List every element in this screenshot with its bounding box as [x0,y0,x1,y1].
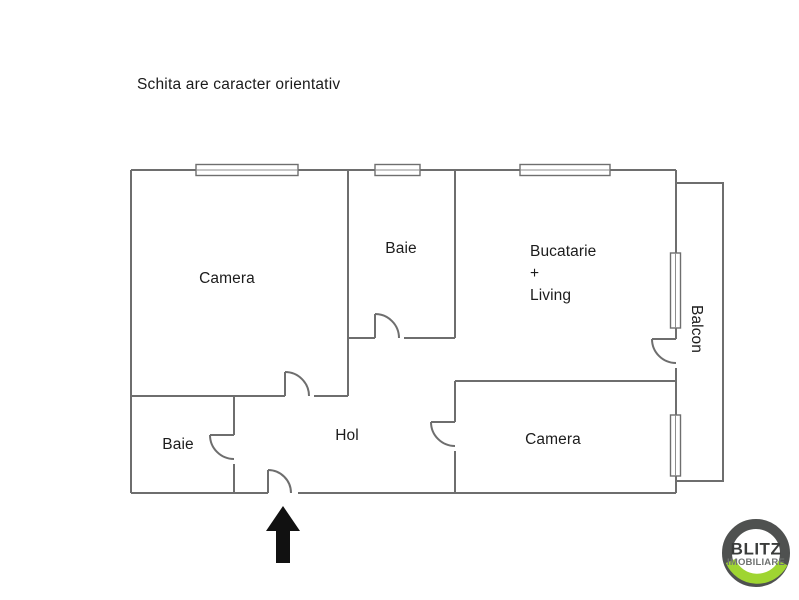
room-label-living: Living [530,287,572,304]
room-label-baie-bottom: Baie [162,436,194,453]
room-label-camera-top-left: Camera [199,270,255,287]
room-label-baie-top: Baie [385,240,417,257]
door-arc-camera-hol [284,371,310,397]
door-arc-hol-camera [430,421,456,447]
door-arc-balcon [651,338,677,364]
logo-brand-secondary: IMOBILIARE [727,557,785,568]
room-label-bucatarie: Bucatarie [530,243,597,260]
blitz-imobiliare-logo: BLITZ IMOBILIARE [717,514,795,592]
entrance-arrow [266,506,300,563]
room-label-camera-bottom-right: Camera [525,431,581,448]
door-arc-baie-top [374,313,400,339]
room-label-plus: + [530,265,540,282]
wall-balcony [676,182,724,482]
door-arc-entrance [267,469,292,494]
logo-graphic: BLITZ IMOBILIARE [717,514,795,592]
room-label-balcon: Balcon [688,305,705,353]
room-label-hol: Hol [335,427,359,444]
door-arc-baie-bottom [209,434,235,460]
window-group [195,163,682,477]
logo-accent-arc [725,558,788,584]
entrance-arrow-shape [266,506,300,563]
logo-brand-primary: BLITZ [731,540,782,559]
window-mullions [196,169,676,476]
room-label-bucatarie-living: Bucatarie + Living [530,241,596,307]
plan-title: Schita are caracter orientativ [137,76,341,93]
